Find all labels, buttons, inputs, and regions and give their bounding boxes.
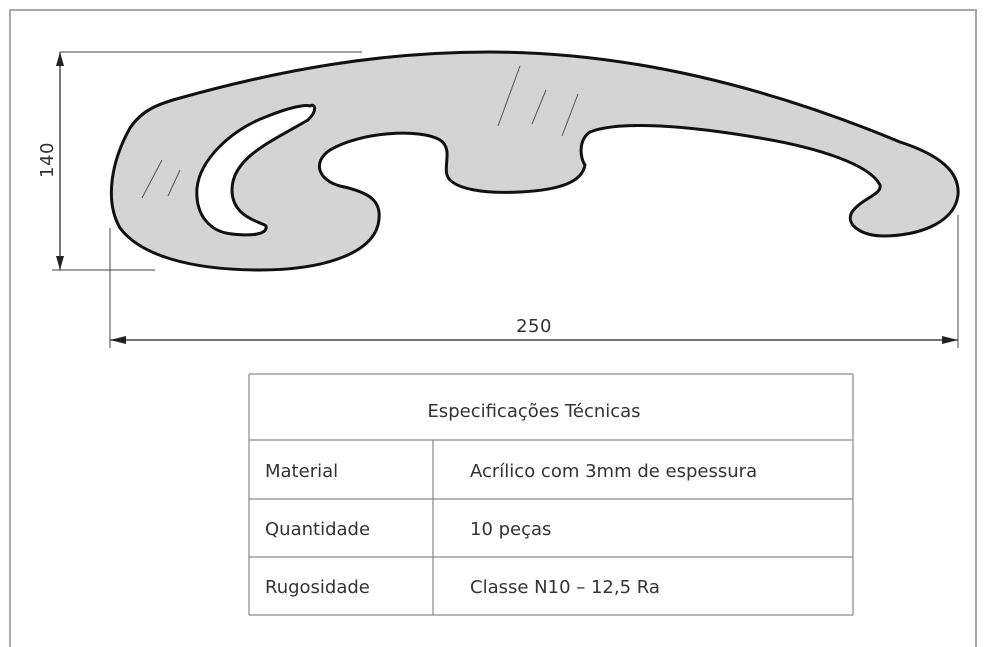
height-dimension-label: 140 xyxy=(37,142,58,178)
spec-table: Especificações Técnicas Material Acrílic… xyxy=(248,373,854,616)
spec-row-value: Classe N10 – 12,5 Ra xyxy=(470,577,660,598)
drawing-frame xyxy=(9,9,977,647)
spec-row-value: Acrílico com 3mm de espessura xyxy=(470,461,757,482)
height-dimension: 140 xyxy=(37,51,362,271)
crescent-cutout xyxy=(195,103,317,237)
spec-row-label: Rugosidade xyxy=(265,577,370,598)
spec-row-label: Material xyxy=(265,461,338,482)
spec-row-label: Quantidade xyxy=(265,519,370,540)
reflection-hatching xyxy=(141,65,579,199)
width-dimension: 250 xyxy=(109,215,959,348)
width-dimension-label: 250 xyxy=(516,316,552,337)
spec-row-value: 10 peças xyxy=(470,519,551,540)
french-curve-shape xyxy=(109,50,960,272)
spec-table-title: Especificações Técnicas xyxy=(427,401,640,422)
